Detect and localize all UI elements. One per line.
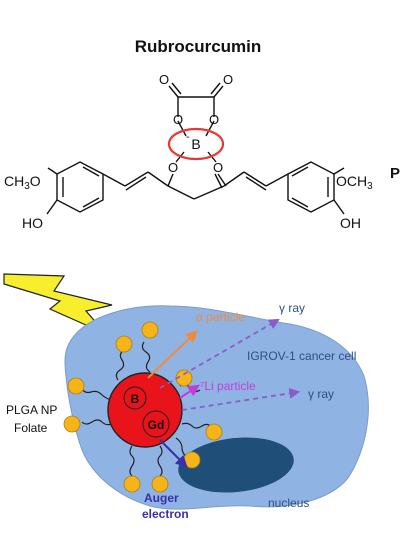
np-label-line2: Folate: [14, 421, 48, 435]
gamma-ray-label-top: γ ray: [279, 301, 305, 315]
oxalate-carbonyl-o-right: O: [223, 72, 233, 87]
folate-balls: [63, 321, 223, 493]
nucleus: [178, 437, 294, 493]
enol-o-left: O: [168, 160, 178, 175]
gamma-ray-label-right: γ ray: [308, 387, 334, 401]
methoxy-left-label: CH3O: [4, 173, 41, 192]
gadolinium-atom-label: Gd: [148, 418, 165, 432]
gamma-ray-arrow-right: [181, 387, 301, 411]
lithium-particle-label: ⁷Li particle: [200, 379, 256, 393]
hydroxy-left-label: HO: [22, 215, 43, 231]
gamma-ray-arrow-top: [159, 318, 280, 389]
hydroxy-right-label: OH: [340, 215, 361, 231]
figure-title: Rubrocurcumin: [135, 37, 262, 56]
auger-electron-arrow: [159, 439, 188, 468]
methoxy-right-label: OCH3: [336, 173, 373, 192]
boron-atom-circle: [123, 386, 147, 410]
boron-highlight-ring: [167, 127, 225, 161]
rubrocurcumin-structure: [46, 82, 345, 215]
oxalate-carbonyl-o-left: O: [159, 72, 169, 87]
plga-nanoparticle: [107, 372, 183, 448]
auger-label-line2: electron: [142, 507, 189, 521]
cell-label: IGROV-1 cancer cell: [247, 349, 356, 363]
alpha-particle-arrow: [147, 330, 198, 379]
boron-atom-label: B: [131, 392, 140, 406]
np-label-line1: PLGA NP: [6, 403, 57, 417]
auger-label-line1: Auger: [144, 491, 179, 505]
nucleus-label: nucleus: [268, 496, 309, 510]
side-letter: P: [390, 165, 400, 182]
lithium-particle-arrow: [179, 384, 200, 399]
oxalate-o-right: O: [209, 112, 219, 127]
boron-label: B: [191, 136, 200, 152]
enol-o-right: O: [213, 160, 223, 175]
boron-charge: -: [186, 131, 190, 143]
gadolinium-atom-circle: [142, 410, 170, 438]
oxalate-o-left: O: [173, 112, 183, 127]
alpha-particle-label: α particle: [196, 310, 245, 324]
